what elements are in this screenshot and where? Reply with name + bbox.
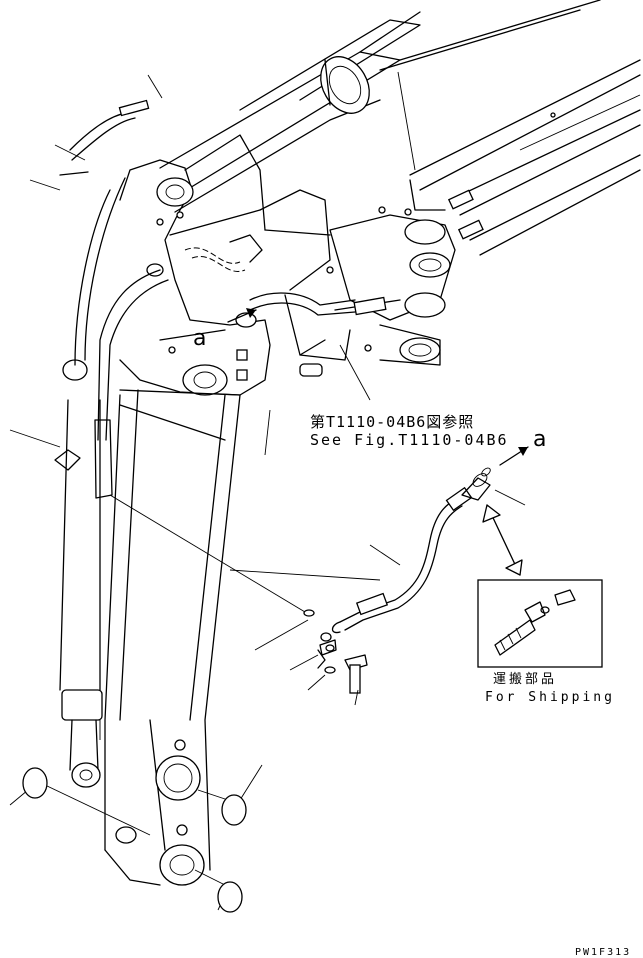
shipping-inset bbox=[477, 504, 603, 668]
arm-bucket-pin-top bbox=[155, 755, 201, 801]
arm-cylinder bbox=[54, 399, 103, 788]
shipping-label-en: For Shipping bbox=[485, 690, 615, 705]
o-ring bbox=[303, 609, 315, 617]
arm-top-bracket bbox=[62, 134, 331, 396]
view-letter-a-top: a bbox=[193, 326, 206, 351]
arm-bottom-pin bbox=[182, 364, 228, 396]
hoses bbox=[59, 99, 401, 499]
view-arrows bbox=[227, 308, 529, 466]
boom-foot-pin bbox=[404, 219, 446, 245]
shim-plate-2 bbox=[221, 794, 247, 826]
leader-lines bbox=[9, 71, 526, 911]
arm-bucket-pin-bottom bbox=[159, 844, 205, 886]
drawing-code: PW1F313 bbox=[575, 947, 631, 958]
figure-reference-en: See Fig.T1110-04B6 bbox=[310, 431, 509, 449]
shipping-box bbox=[477, 579, 603, 668]
arm-body bbox=[99, 389, 241, 886]
shim-plate-3 bbox=[217, 881, 243, 913]
boom-assembly bbox=[159, 0, 641, 366]
boom-pin-boss bbox=[320, 56, 370, 114]
shipping-label-jp: 運搬部品 bbox=[493, 672, 557, 687]
hose-exploded bbox=[303, 467, 491, 694]
view-letter-a-right: a bbox=[533, 427, 546, 452]
shim-plate-1 bbox=[22, 767, 48, 799]
fitting-a bbox=[235, 312, 257, 328]
arm-top-pin bbox=[156, 177, 194, 207]
shim-plates bbox=[22, 767, 247, 913]
figure-reference-jp: 第T1110-04B6図参照 bbox=[310, 413, 474, 431]
